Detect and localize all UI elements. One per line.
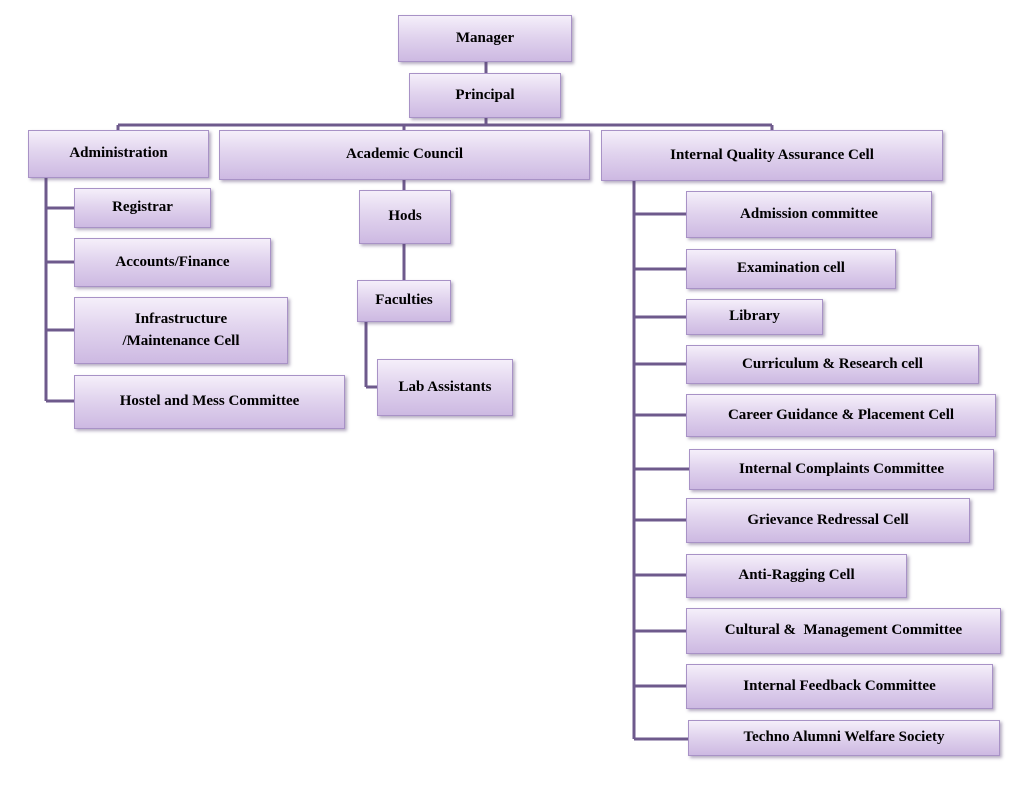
node-academic-council: Academic Council: [219, 130, 590, 180]
node-registrar-label: Registrar: [112, 199, 173, 216]
node-accounts-finance: Accounts/Finance: [74, 238, 271, 287]
node-infrastructure-label-line1: Infrastructure: [134, 310, 228, 327]
node-grievance-redressal: Grievance Redressal Cell: [686, 498, 970, 543]
node-infrastructure-label-line2: /Maintenance Cell: [122, 332, 240, 349]
node-faculties-label: Faculties: [375, 292, 433, 309]
node-internal-feedback-label: Internal Feedback Committee: [743, 677, 936, 694]
node-hods: Hods: [359, 190, 451, 244]
node-library: Library: [686, 299, 823, 335]
node-curriculum-research: Curriculum & Research cell: [686, 345, 979, 384]
node-career-guidance: Career Guidance & Placement Cell: [686, 394, 996, 437]
node-cultural-management: Cultural & Management Committee: [686, 608, 1001, 654]
node-principal: Principal: [409, 73, 561, 118]
node-internal-complaints-label: Internal Complaints Committee: [739, 460, 944, 477]
node-administration-label: Administration: [69, 145, 168, 162]
node-manager: Manager: [398, 15, 572, 62]
node-infrastructure: Infrastructure /Maintenance Cell: [74, 297, 288, 364]
node-principal-label: Principal: [455, 86, 515, 103]
node-hostel-mess: Hostel and Mess Committee: [74, 375, 345, 429]
node-cultural-management-label: Cultural & Management Committee: [724, 622, 963, 639]
node-registrar: Registrar: [74, 188, 211, 228]
node-admission-committee: Admission committee: [686, 191, 932, 238]
node-grievance-redressal-label: Grievance Redressal Cell: [747, 511, 909, 528]
node-internal-complaints: Internal Complaints Committee: [689, 449, 994, 490]
node-admission-committee-label: Admission committee: [740, 205, 878, 222]
node-administration: Administration: [28, 130, 209, 178]
node-career-guidance-label: Career Guidance & Placement Cell: [727, 406, 955, 423]
node-anti-ragging: Anti-Ragging Cell: [686, 554, 907, 598]
node-hods-label: Hods: [388, 208, 422, 225]
node-examination-cell-label: Examination cell: [737, 260, 845, 277]
node-faculties: Faculties: [357, 280, 451, 322]
node-iqac-label: Internal Quality Assurance Cell: [670, 146, 874, 163]
node-iqac: Internal Quality Assurance Cell: [601, 130, 943, 181]
node-curriculum-research-label: Curriculum & Research cell: [742, 355, 923, 372]
node-manager-label: Manager: [455, 29, 515, 46]
node-lab-assistants-label: Lab Assistants: [398, 378, 492, 395]
node-academic-council-label: Academic Council: [345, 146, 464, 163]
node-techno-alumni: Techno Alumni Welfare Society: [688, 720, 1000, 756]
node-techno-alumni-label: Techno Alumni Welfare Society: [743, 729, 945, 746]
node-lab-assistants: Lab Assistants: [377, 359, 513, 416]
node-internal-feedback: Internal Feedback Committee: [686, 664, 993, 709]
node-accounts-finance-label: Accounts/Finance: [115, 253, 230, 270]
node-examination-cell: Examination cell: [686, 249, 896, 289]
node-anti-ragging-label: Anti-Ragging Cell: [738, 567, 855, 584]
node-hostel-mess-label: Hostel and Mess Committee: [119, 393, 300, 410]
node-library-label: Library: [729, 308, 780, 325]
